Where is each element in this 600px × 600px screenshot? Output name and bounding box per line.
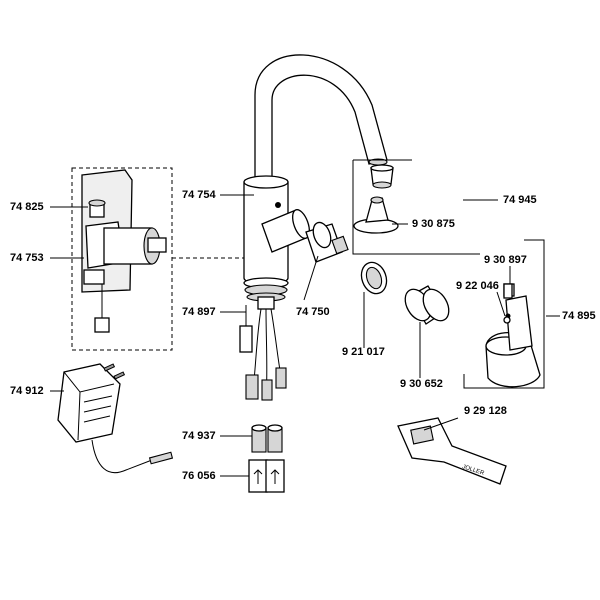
valve-subassembly (71, 167, 244, 351)
label-74754: 74 754 (182, 189, 216, 201)
label-922046: 9 22 046 (456, 280, 499, 292)
aerator-group (352, 159, 480, 255)
label-74895: 74 895 (562, 310, 596, 322)
label-921017: 9 21 017 (342, 346, 385, 358)
faucet-body (243, 175, 310, 285)
label-930652: 9 30 652 (400, 378, 443, 390)
label-74945: 74 945 (503, 194, 537, 206)
set-screw (503, 283, 513, 324)
label-930897: 9 30 897 (484, 254, 527, 266)
mounting-set (239, 277, 289, 401)
label-74937: 74 937 (182, 430, 216, 442)
wrench-tool: JOLLER (397, 417, 507, 485)
hose-connectors (248, 424, 285, 493)
nut (360, 261, 388, 295)
power-adapter (57, 363, 174, 474)
label-929128: 9 29 128 (464, 405, 507, 417)
cartridge (305, 221, 349, 263)
label-74897: 74 897 (182, 306, 216, 318)
label-74825: 74 825 (10, 201, 44, 213)
label-74750: 74 750 (296, 306, 330, 318)
leader-lines (50, 194, 560, 477)
label-74753: 74 753 (10, 252, 44, 264)
label-74912: 74 912 (10, 385, 44, 397)
lever-handle (463, 239, 545, 389)
label-930875: 9 30 875 (412, 218, 455, 230)
label-76056: 76 056 (182, 470, 216, 482)
faucet-spout (254, 54, 388, 181)
sleeve (404, 285, 450, 325)
